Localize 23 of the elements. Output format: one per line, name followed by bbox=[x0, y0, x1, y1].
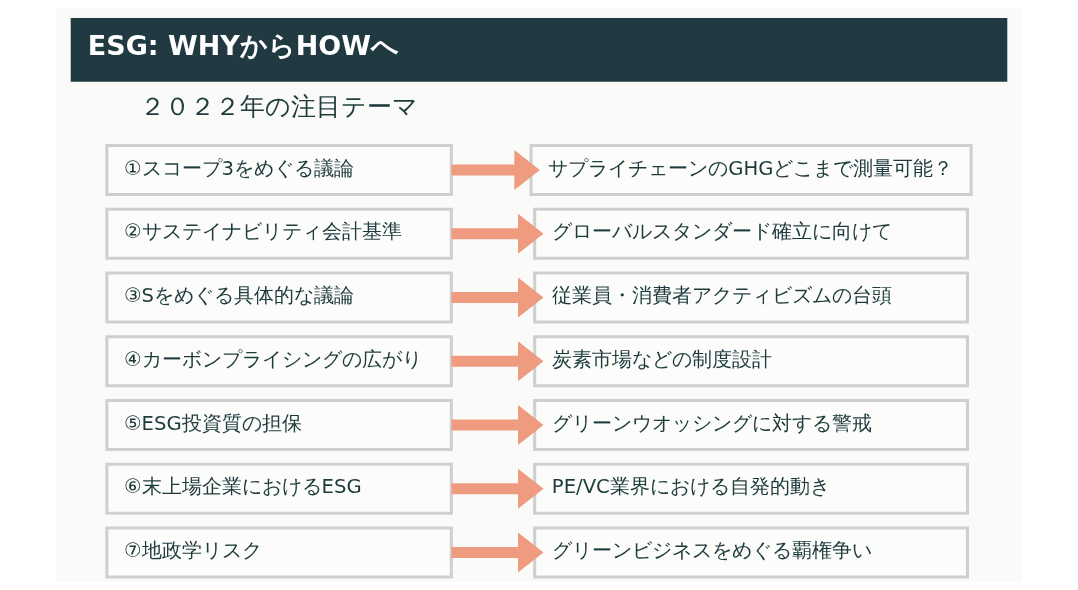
node-box: サプライチェーンのGHGどこまで測量可能？ bbox=[529, 143, 973, 196]
node-box: ⑦地政学リスク bbox=[105, 526, 453, 579]
node-box: ⑤ESG投資質の担保 bbox=[105, 398, 453, 451]
label: ２０２２年の注目テーマ bbox=[140, 91, 419, 121]
node-box: PE/VC業界における自発的動き bbox=[533, 462, 969, 515]
arrow bbox=[451, 277, 544, 318]
node-box: グリーンビジネスをめぐる覇権争い bbox=[533, 526, 969, 579]
node-box: ②サステイナビリティ会計基準 bbox=[105, 207, 453, 260]
node-box: グローバルスタンダード確立に向けて bbox=[533, 207, 969, 260]
arrow bbox=[451, 404, 544, 445]
arrow bbox=[451, 341, 544, 382]
node-box: ⑥末上場企業におけるESG bbox=[105, 462, 453, 515]
node-box: ③Sをめぐる具体的な議論 bbox=[105, 271, 453, 324]
arrow bbox=[451, 468, 544, 509]
arrow bbox=[451, 213, 544, 254]
arrow bbox=[451, 149, 540, 190]
node-box: ④カーボンプライシングの広がり bbox=[105, 335, 453, 388]
node-box: ①スコープ3をめぐる議論 bbox=[105, 143, 453, 196]
node-box: 従業員・消費者アクティビズムの台頭 bbox=[533, 271, 969, 324]
node-box: 炭素市場などの制度設計 bbox=[533, 335, 969, 388]
arrow bbox=[451, 532, 544, 573]
node-box: グリーンウオッシングに対する警戒 bbox=[533, 398, 969, 451]
diagram-title: ESG: WHYからHOWへ bbox=[87, 30, 399, 62]
